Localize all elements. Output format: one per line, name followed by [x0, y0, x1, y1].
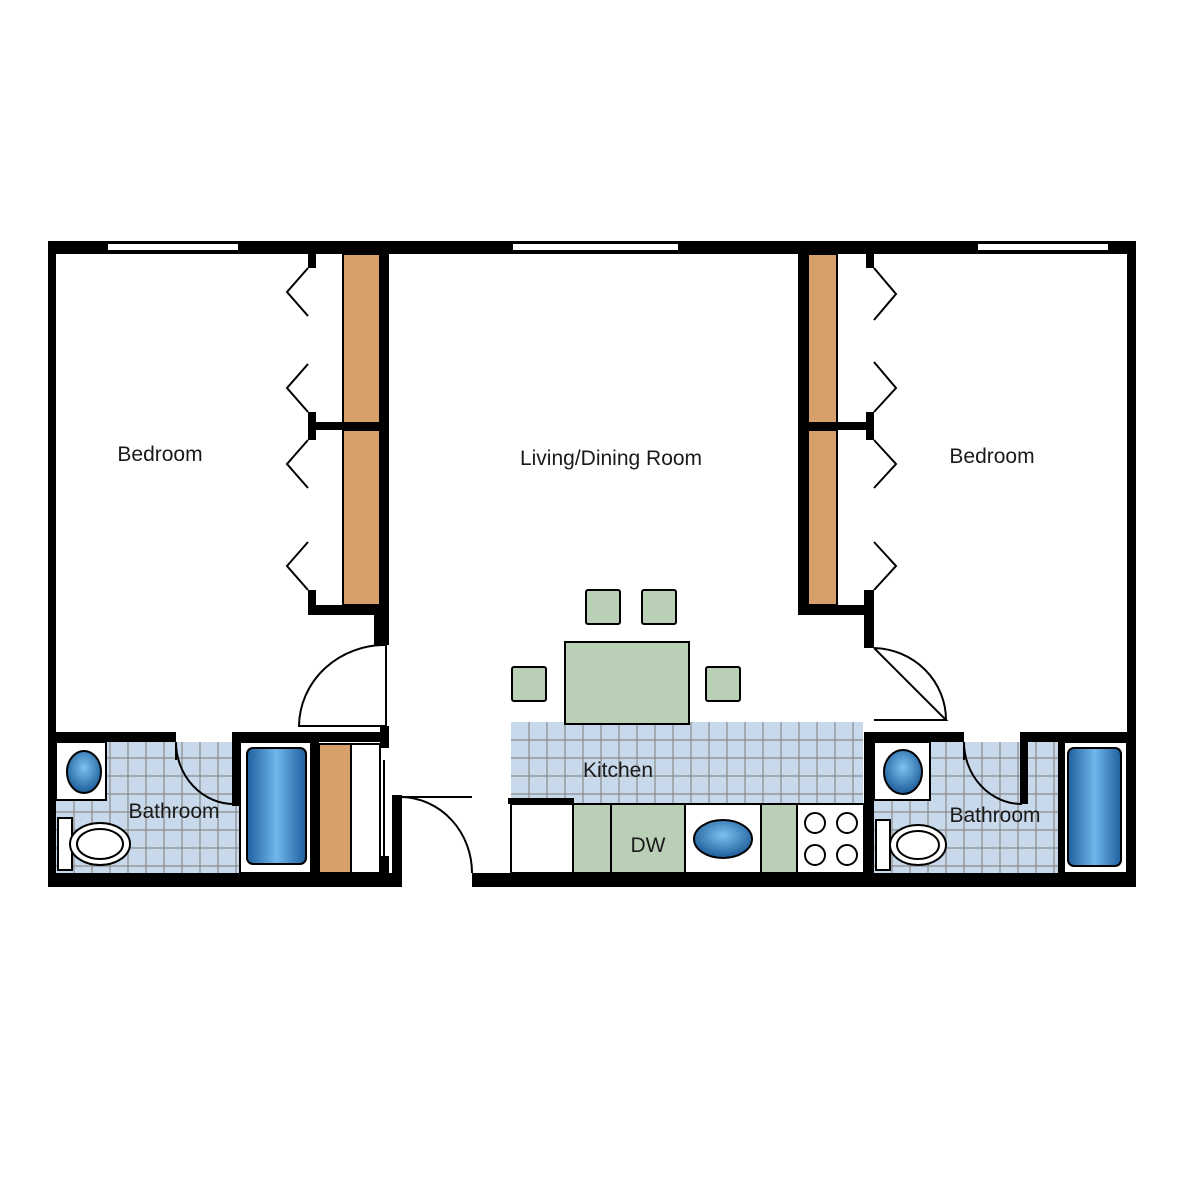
- dining-chair: [511, 666, 547, 702]
- sink-right-icon: [883, 749, 923, 795]
- closet-door-left-2: [285, 363, 309, 413]
- wall-right-bath-tub-divider: [1058, 742, 1064, 873]
- toilet-right-bowl: [896, 830, 940, 860]
- wall-left-closet-mid: [308, 422, 386, 430]
- closet-right-lower: [807, 429, 838, 606]
- window-bedroom-right: [978, 244, 1108, 250]
- wall-left-hall-post: [392, 795, 402, 887]
- wall-right-stub-low: [864, 590, 874, 648]
- wall-left-bath-door-stub: [232, 732, 240, 806]
- kitchen-fixtures: [510, 803, 865, 874]
- bathtub-right-icon: [1067, 747, 1122, 867]
- wall-right-bath-top2: [1020, 732, 1136, 742]
- wall-right-partition: [798, 254, 808, 612]
- closet-door-right-2: [873, 361, 898, 413]
- wall-bottom-left: [48, 873, 402, 887]
- dining-chair: [585, 589, 621, 625]
- label-bedroom-right: Bedroom: [949, 445, 1034, 468]
- closet-left-lower: [342, 429, 381, 606]
- door-bathroom-left: [175, 741, 235, 805]
- label-bedroom-left: Bedroom: [117, 443, 202, 466]
- label-kitchen: Kitchen: [583, 759, 653, 782]
- wall-left-closet-stub2: [308, 412, 316, 440]
- label-dishwasher: DW: [631, 834, 666, 857]
- doors: [175, 267, 1023, 874]
- closet-door-right-3: [873, 439, 898, 489]
- bathroom-left-fixtures: [55, 741, 312, 874]
- window-bedroom-left: [108, 244, 238, 250]
- kitchen-grid: [511, 722, 863, 804]
- label-bathroom-right: Bathroom: [949, 804, 1040, 827]
- burner-icon: [836, 812, 858, 834]
- closet-hall: [318, 743, 352, 874]
- counter-right: [760, 803, 798, 874]
- sink-left-icon: [66, 750, 102, 794]
- wall-right-closet-mid: [798, 422, 874, 430]
- door-bathroom-right: [963, 741, 1023, 805]
- wall-left: [48, 241, 56, 887]
- wall-right-bath-left: [864, 732, 874, 887]
- refrigerator-icon: [510, 803, 574, 874]
- counter-left: [572, 803, 612, 874]
- dining-chair: [705, 666, 741, 702]
- closet-door-left-1: [285, 267, 309, 317]
- wall-left-hall-side: [380, 726, 389, 748]
- closet-door-right-4: [873, 541, 898, 591]
- door-bedroom-left: [297, 643, 387, 727]
- wall-left-closet-bottom: [308, 605, 386, 615]
- dining-table: [564, 641, 690, 725]
- wall-left-closet-back: [308, 254, 316, 268]
- bathtub-left-icon: [246, 747, 307, 865]
- wall-right-closet-bottom: [798, 605, 874, 615]
- wall-kitchen-left: [508, 798, 574, 804]
- label-bathroom-left: Bathroom: [128, 800, 219, 823]
- wall-right-closet-back: [866, 254, 874, 268]
- bathroom-right-fixtures: [873, 741, 1128, 874]
- door-bedroom-right: [873, 647, 949, 721]
- walls: [48, 241, 1136, 887]
- wall-right-bath-top: [864, 732, 964, 742]
- burner-icon: [804, 844, 826, 866]
- wall-left-stub-low: [374, 605, 389, 645]
- window-living: [513, 244, 678, 250]
- toilet-tank-right: [875, 819, 891, 871]
- wall-left-bath-top: [48, 732, 176, 742]
- closet-door-left-3: [285, 439, 309, 489]
- burner-icon: [804, 812, 826, 834]
- dining-set: [511, 589, 741, 725]
- wall-left-hall-side2: [380, 856, 389, 876]
- wall-left-bath-tub-divider: [311, 732, 319, 873]
- burner-icon: [836, 844, 858, 866]
- closet-door-left-4: [285, 541, 309, 591]
- wall-right-bath-door-stub: [1020, 732, 1028, 804]
- wall-bottom-right: [472, 873, 1136, 887]
- closet-right-upper: [807, 253, 838, 427]
- dining-chair: [641, 589, 677, 625]
- wall-right: [1127, 241, 1136, 887]
- kitchen-tiles: [511, 722, 863, 804]
- kitchen-sink-icon: [693, 819, 753, 859]
- closet-door-right-1: [873, 267, 898, 321]
- label-living-dining: Living/Dining Room: [520, 447, 702, 470]
- room-labels: Bedroom Living/Dining Room Bedroom Kitch…: [117, 443, 1040, 857]
- door-entry: [401, 796, 473, 874]
- closet-left-upper: [342, 253, 381, 427]
- toilet-left-bowl: [76, 828, 124, 860]
- hall-closet-door: [350, 743, 381, 874]
- wall-left-partition: [380, 254, 389, 644]
- wall-right-closet-stub: [866, 412, 874, 440]
- wall-left-closet-stub: [308, 590, 316, 615]
